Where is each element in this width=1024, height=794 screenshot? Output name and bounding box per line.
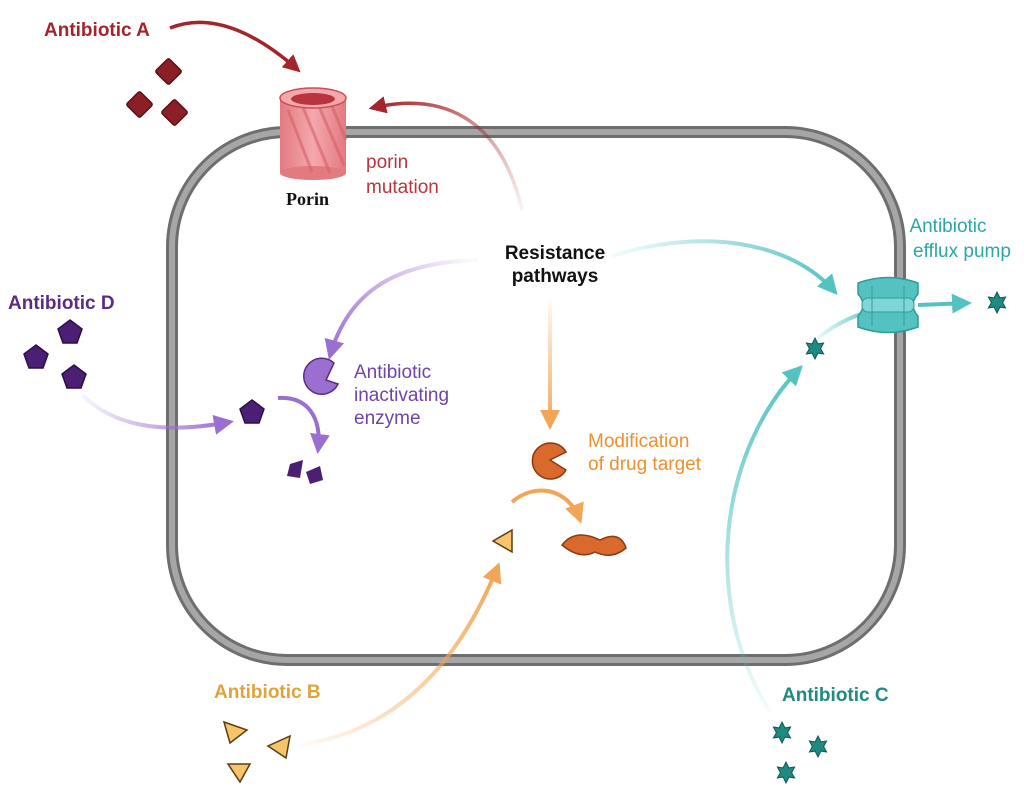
- arrow-antibiotic-c-into-cell: [725, 365, 803, 714]
- antibiotic-b-molecule: [266, 734, 291, 760]
- antibiotic-d-molecule: [57, 319, 83, 344]
- label-efflux-line2: efflux pump: [913, 241, 1011, 262]
- antibiotic-a-molecule: [126, 91, 153, 118]
- inactivated-antibiotic-fragment: [287, 460, 303, 478]
- antibiotic-c-molecule: [987, 290, 1007, 315]
- arrow-target-modification: [510, 488, 584, 524]
- cell-membrane-highlight: [169, 129, 903, 663]
- inactivated-antibiotic-fragment: [306, 466, 323, 484]
- arrow-resistance-to-porin: [368, 96, 524, 211]
- label-antibiotic-a: Antibiotic A: [44, 20, 150, 41]
- modified-drug-target-icon: [560, 534, 627, 556]
- antibiotic-c-molecule: [776, 760, 796, 785]
- antibiotic-c-molecule: [805, 336, 825, 361]
- antibiotic-b-molecule: [222, 720, 249, 745]
- porin-channel-icon: [279, 87, 348, 180]
- inactivating-enzyme-icon: [303, 357, 340, 395]
- antibiotic-a-molecule: [161, 99, 188, 126]
- drug-target-icon: [531, 442, 568, 480]
- antibiotic-d-molecule: [61, 364, 87, 389]
- label-antibiotic-c: Antibiotic C: [782, 685, 889, 706]
- arrow-efflux-out: [917, 293, 972, 314]
- arrow-resistance-to-efflux: [611, 239, 838, 296]
- label-modification-line2: of drug target: [588, 454, 702, 475]
- arrow-resistance-to-enzyme: [324, 258, 479, 360]
- label-porin-mutation-line1: porin: [366, 152, 408, 173]
- label-enzyme-line2: inactivating: [354, 385, 449, 406]
- label-modification-line1: Modification: [588, 431, 689, 452]
- antibiotic-c-molecule: [808, 734, 828, 759]
- arrow-antibiotic-d-into-cell: [80, 393, 234, 435]
- arrow-antibiotic-a-to-porin: [169, 20, 301, 73]
- antibiotic-d-molecule: [239, 399, 265, 424]
- antibiotic-c-molecule: [772, 720, 792, 745]
- label-resistance-line1: Resistance: [505, 243, 605, 264]
- antibiotic-b-molecule: [226, 763, 252, 784]
- label-antibiotic-b: Antibiotic B: [214, 682, 321, 703]
- arrow-inactivation: [277, 395, 330, 454]
- label-resistance-line2: pathways: [512, 266, 599, 287]
- antibiotic-b-molecule: [491, 528, 513, 554]
- antibiotic-a-molecule: [155, 58, 182, 85]
- label-enzyme-line1: Antibiotic: [354, 362, 431, 383]
- label-porin-mutation-line2: mutation: [366, 177, 439, 198]
- label-antibiotic-d: Antibiotic D: [8, 293, 115, 314]
- antibiotic-d-molecule: [23, 344, 49, 369]
- label-enzyme-line3: enzyme: [354, 408, 421, 429]
- efflux-pump-icon: [857, 276, 919, 334]
- arrow-antibiotic-b-into-cell: [299, 562, 502, 747]
- label-porin: Porin: [286, 189, 329, 209]
- label-efflux-line1: Antibiotic: [909, 216, 986, 237]
